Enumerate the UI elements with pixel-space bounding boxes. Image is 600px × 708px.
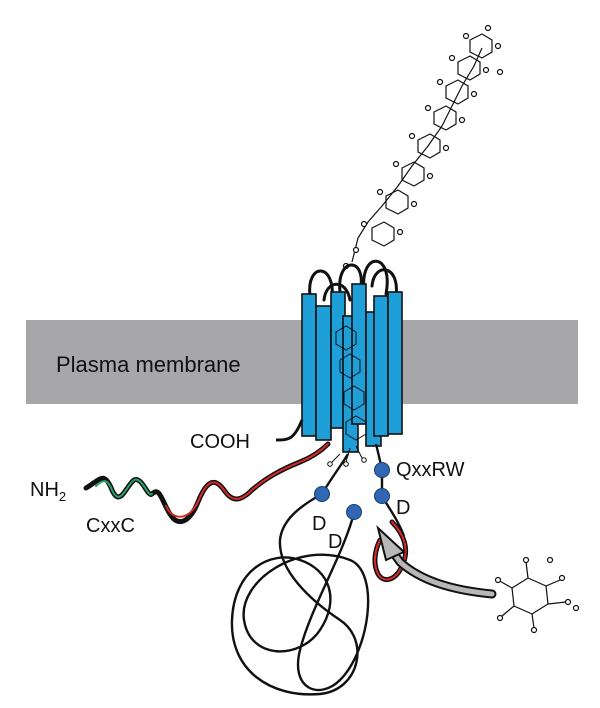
- cxxc-label: CxxC: [86, 515, 135, 537]
- membrane-label: Plasma membrane: [56, 352, 241, 377]
- helix-2: [315, 305, 332, 441]
- cytoplasmic-loop: [230, 492, 370, 696]
- n-terminal-tail: [83, 441, 331, 525]
- residue-dots: [314, 462, 390, 520]
- transmembrane-helices: [301, 283, 403, 453]
- c-terminal-tail: [275, 419, 304, 442]
- residue-d-right: [374, 488, 390, 504]
- residue-d-left: [314, 486, 330, 502]
- bound-substrate: [327, 325, 367, 467]
- substrate-atoms: [342, 24, 504, 270]
- green-cxxc-motif: [95, 478, 153, 498]
- helix-1: [301, 293, 317, 437]
- substrate-rings: [371, 33, 493, 247]
- nh2-label: NH2: [30, 479, 66, 504]
- helix-7: [373, 295, 389, 437]
- red-segment-n-tail: [165, 443, 329, 518]
- cooh-label: COOH: [190, 431, 250, 453]
- d-label-center: D: [328, 531, 342, 553]
- isoprenoid-substrate: [342, 24, 504, 270]
- d-label-right: D: [396, 497, 410, 519]
- qxxrw-label: QxxRW: [396, 459, 465, 481]
- substrate-entry-arrow-fill: [387, 545, 495, 597]
- aromatic-ligand: [494, 556, 580, 634]
- residue-qxxrw: [374, 462, 390, 478]
- extracellular-loops: [308, 259, 398, 302]
- residue-d-center: [346, 504, 362, 520]
- red-segment-d-loop-inner: [373, 521, 407, 581]
- arrowhead: [376, 524, 406, 562]
- d-label-left: D: [312, 513, 326, 535]
- helix-8: [387, 291, 403, 435]
